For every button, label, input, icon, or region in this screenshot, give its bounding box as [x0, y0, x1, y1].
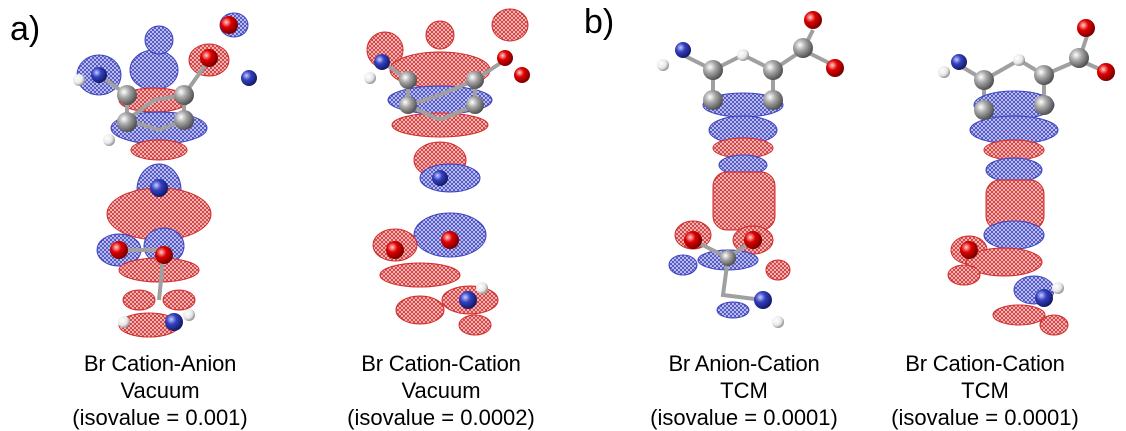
caption-environment: TCM — [961, 378, 1009, 403]
molecule-isosurface — [73, 12, 257, 338]
caption-title: Br Cation-Cation — [361, 351, 521, 376]
caption-environment: Vacuum — [401, 378, 481, 403]
caption-environment: Vacuum — [120, 378, 200, 403]
panel-label-b: b) — [584, 3, 615, 41]
panel-br-cation-anion-vacuum: Br Cation-Anion Vacuum (isovalue = 0.001… — [19, 0, 301, 431]
molecule-isosurface — [657, 11, 844, 328]
caption-title: Br Anion-Cation — [668, 351, 820, 376]
panel-label-a: a) — [10, 10, 41, 48]
caption-isovalue: (isovalue = 0.001) — [72, 405, 248, 430]
caption: Br Anion-Cation TCM (isovalue = 0.0001) — [603, 350, 885, 431]
caption: Br Cation-Cation Vacuum (isovalue = 0.00… — [300, 350, 582, 431]
caption-title: Br Cation-Anion — [83, 351, 237, 376]
caption-isovalue: (isovalue = 0.0001) — [891, 405, 1079, 430]
caption: Br Cation-Anion Vacuum (isovalue = 0.001… — [19, 350, 301, 431]
molecule-isosurface — [364, 8, 530, 336]
caption: Br Cation-Cation TCM (isovalue = 0.0001) — [844, 350, 1126, 431]
caption-isovalue: (isovalue = 0.0002) — [347, 405, 535, 430]
panel-br-anion-cation-tcm: Br Anion-Cation TCM (isovalue = 0.0001) — [603, 0, 885, 431]
panel-br-cation-cation-tcm: Br Cation-Cation TCM (isovalue = 0.0001) — [844, 0, 1126, 431]
molecule-isosurface — [938, 19, 1115, 336]
caption-isovalue: (isovalue = 0.0001) — [650, 405, 838, 430]
panel-br-cation-cation-vacuum: Br Cation-Cation Vacuum (isovalue = 0.00… — [300, 0, 582, 431]
caption-environment: TCM — [720, 378, 768, 403]
caption-title: Br Cation-Cation — [905, 351, 1065, 376]
